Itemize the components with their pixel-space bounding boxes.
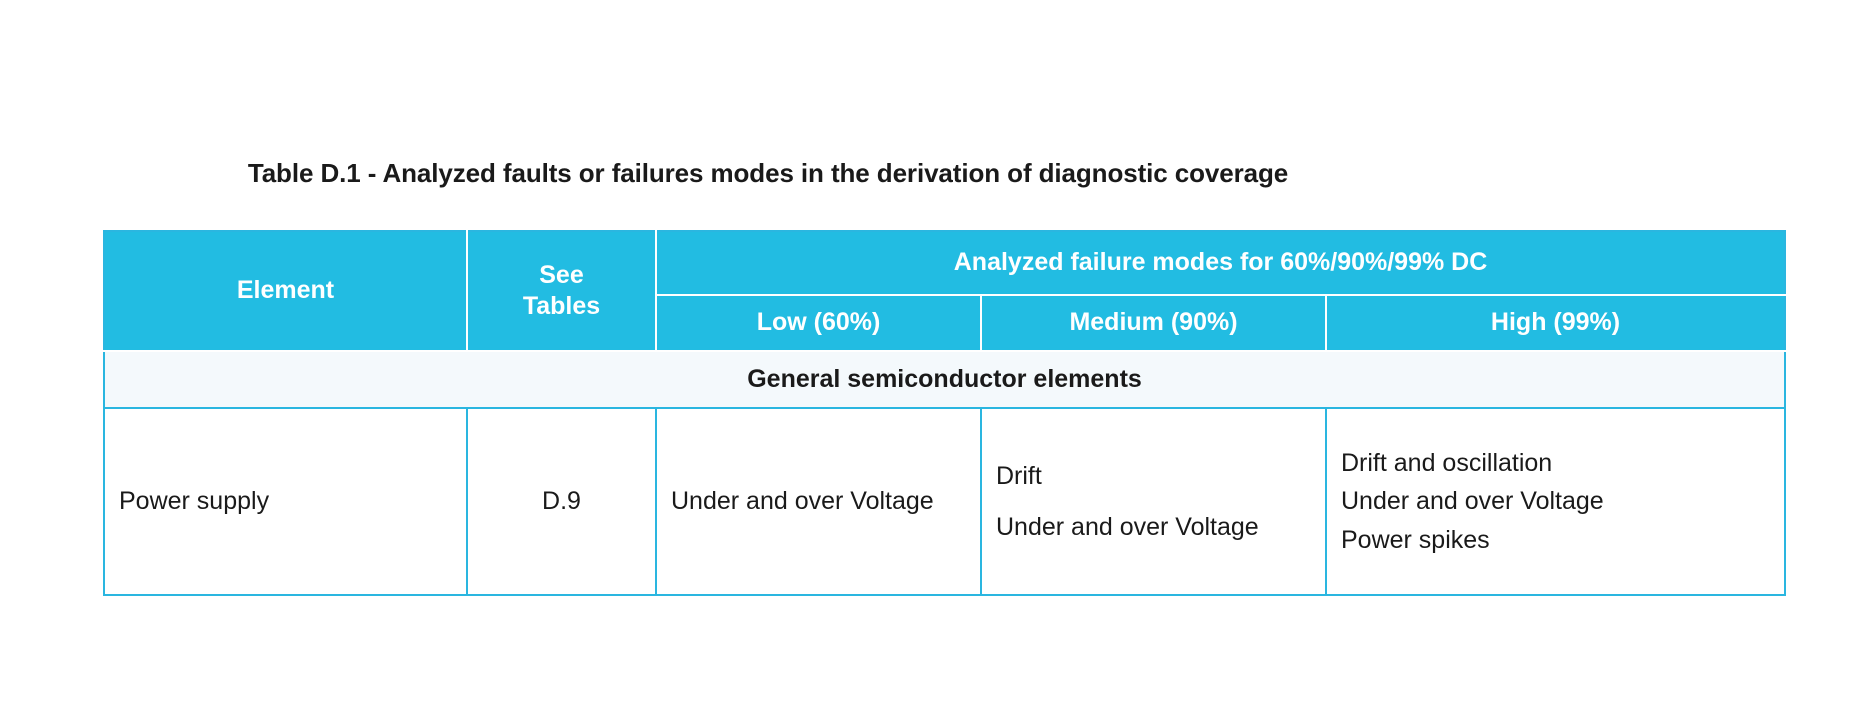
- cell-element-power-supply: Power supply: [104, 407, 468, 596]
- column-header-analyzed-failure-modes-group: Analyzed failure modes for 60%/90%/99% D…: [654, 231, 1786, 296]
- page-title: Table D.1 - Analyzed faults or failures …: [247, 158, 1289, 188]
- header-row-secondary: Low (60%) Medium (90%) High (99%): [104, 294, 1786, 352]
- cell-failure-modes-low: Under and over Voltage: [655, 407, 982, 596]
- column-header-element: Element: [104, 231, 468, 352]
- analyzed-failure-modes-table: Element See Tables Analyzed failure mode…: [103, 230, 1787, 596]
- table-body: General semiconductor elements Power sup…: [104, 350, 1786, 596]
- see-tables-reference-value: D.9: [542, 487, 581, 516]
- failure-mode-item: Under and over Voltage: [996, 512, 1259, 541]
- column-header-low: Low (60%): [655, 294, 982, 352]
- failure-mode-item: Drift and oscillation: [1341, 448, 1553, 477]
- cell-failure-modes-medium: Drift Under and over Voltage: [980, 407, 1327, 596]
- section-label-general-semiconductor-elements: General semiconductor elements: [104, 350, 1786, 409]
- table-header: Element See Tables Analyzed failure mode…: [104, 231, 1786, 352]
- section-header-row: General semiconductor elements: [104, 350, 1786, 409]
- column-header-see-tables: See Tables: [466, 231, 657, 352]
- cell-see-tables-reference: D.9: [466, 407, 657, 596]
- failure-mode-item: Under and over Voltage: [1341, 487, 1604, 516]
- see-tables-line-2: Tables: [522, 292, 601, 320]
- failure-mode-item: Power spikes: [1341, 525, 1490, 554]
- header-row-primary: Element See Tables Analyzed failure mode…: [104, 231, 1786, 352]
- failure-mode-item: Drift: [996, 462, 1042, 490]
- see-tables-line-1: See: [539, 260, 584, 289]
- column-header-medium: Medium (90%): [980, 294, 1327, 352]
- table-container: Element See Tables Analyzed failure mode…: [103, 230, 1787, 596]
- column-header-high: High (99%): [1324, 294, 1786, 352]
- cell-failure-modes-high: Drift and oscillation Under and over Vol…: [1324, 407, 1786, 596]
- failure-mode-item: Under and over Voltage: [671, 487, 934, 516]
- table-row: Power supply D.9 Under and over Voltage …: [104, 407, 1786, 596]
